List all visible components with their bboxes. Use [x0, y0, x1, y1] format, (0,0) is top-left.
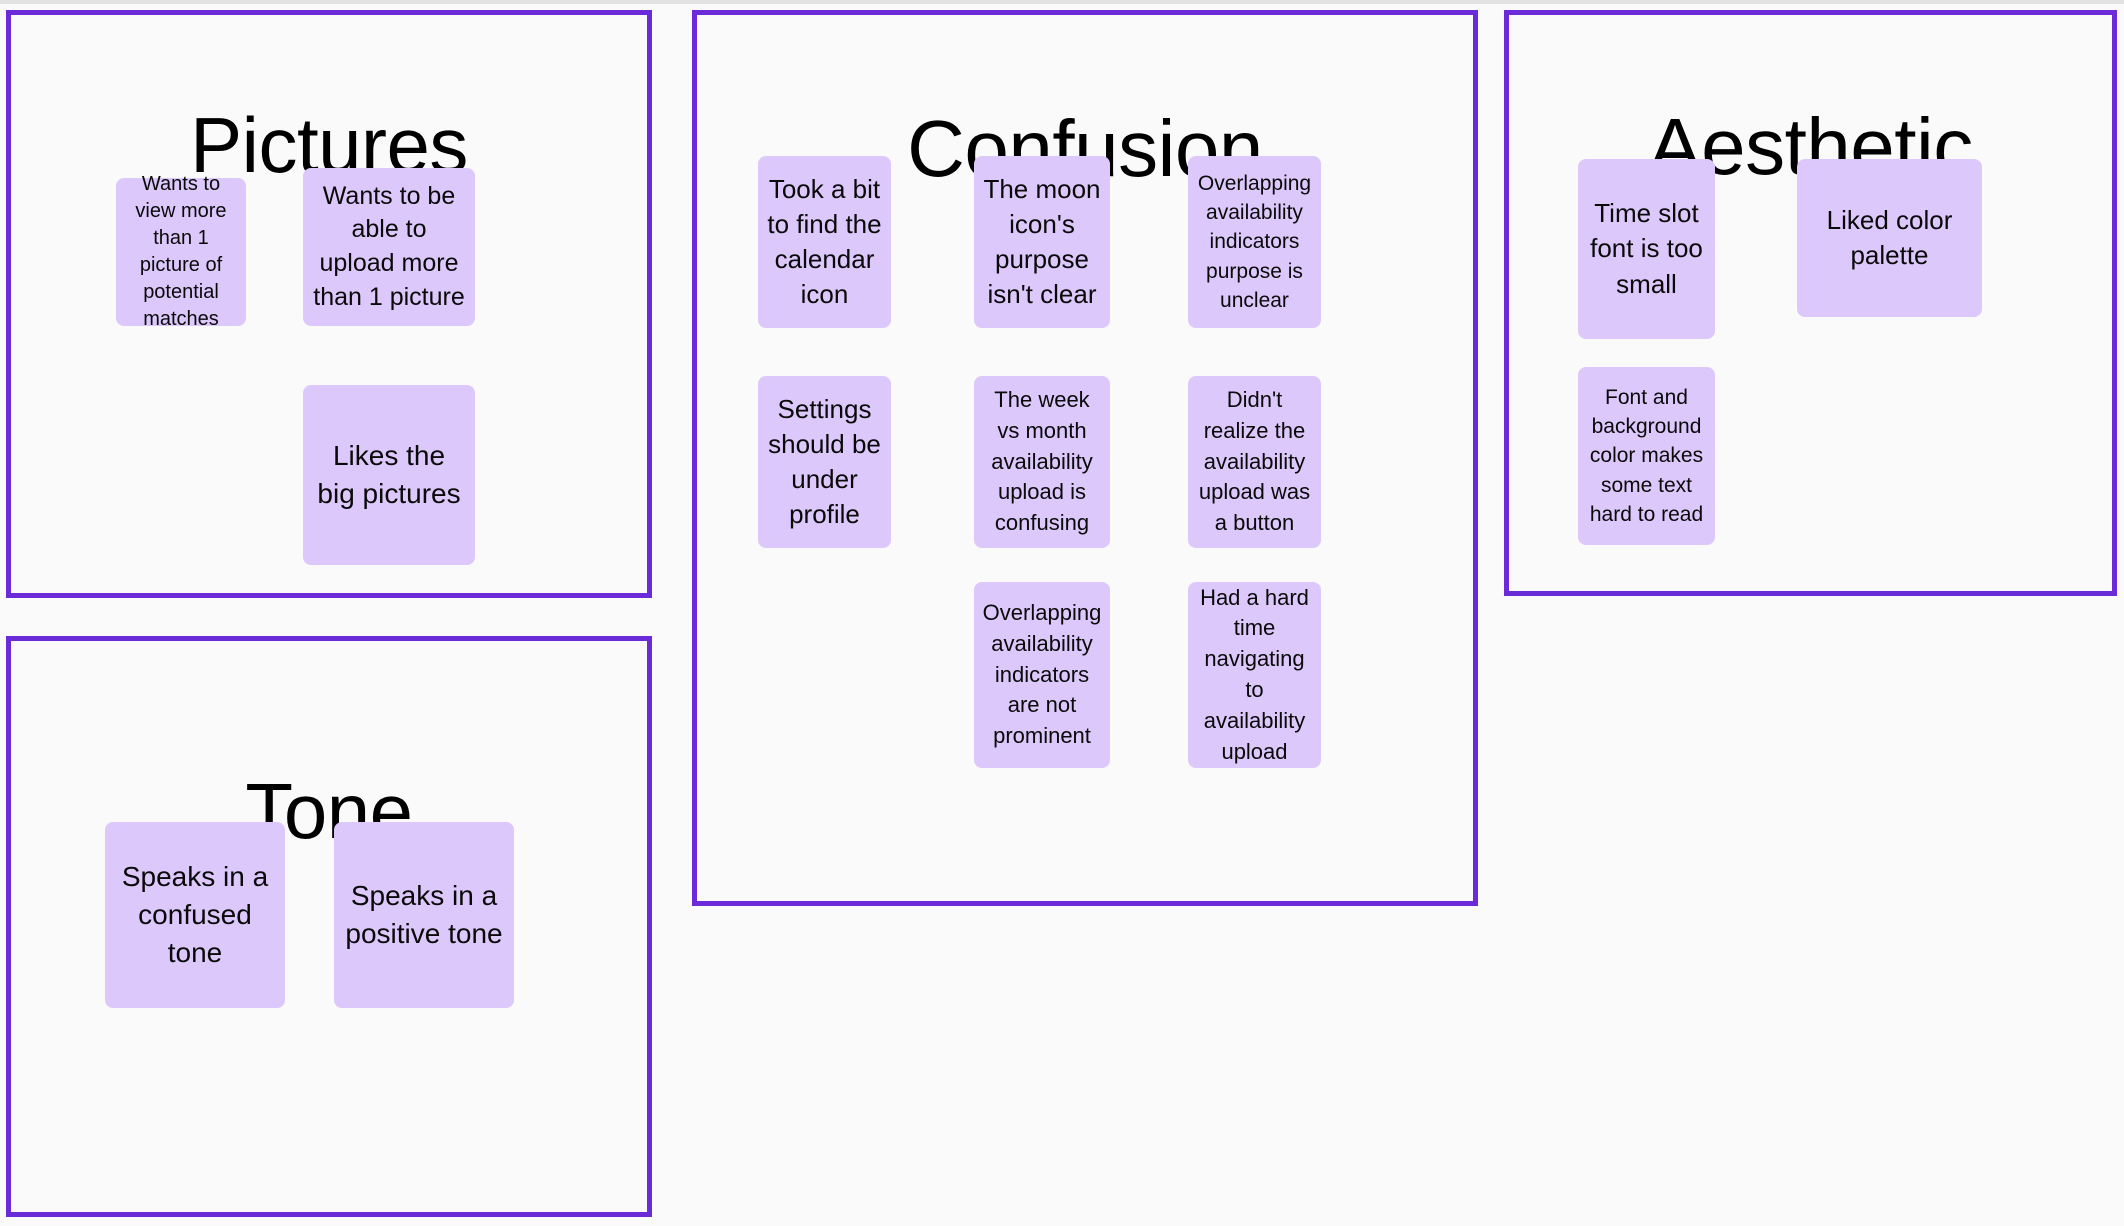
sticky-note[interactable]: Likes the big pictures	[303, 385, 475, 565]
sticky-note[interactable]: Speaks in a positive tone	[334, 822, 514, 1008]
sticky-note[interactable]: Wants to be able to upload more than 1 p…	[303, 168, 475, 326]
sticky-note[interactable]: Had a hard time navigating to availabili…	[1188, 582, 1321, 768]
sticky-note[interactable]: Time slot font is too small	[1578, 159, 1715, 339]
panel-pictures[interactable]: Pictures Wants to view more than 1 pictu…	[6, 10, 652, 598]
sticky-note[interactable]: Settings should be under profile	[758, 376, 891, 548]
sticky-note[interactable]: Overlapping availability indicators purp…	[1188, 156, 1321, 328]
sticky-note[interactable]: Speaks in a confused tone	[105, 822, 285, 1008]
panel-tone[interactable]: Tone	[6, 636, 652, 1217]
sticky-note[interactable]: The moon icon's purpose isn't clear	[974, 156, 1110, 328]
sticky-note[interactable]: Took a bit to find the calendar icon	[758, 156, 891, 328]
sticky-note[interactable]: Overlapping availability indicators are …	[974, 582, 1110, 768]
sticky-note[interactable]: Didn't realize the availability upload w…	[1188, 376, 1321, 548]
sticky-note[interactable]: The week vs month availability upload is…	[974, 376, 1110, 548]
sticky-note[interactable]: Liked color palette	[1797, 159, 1982, 317]
sticky-note[interactable]: Font and background color makes some tex…	[1578, 367, 1715, 545]
sticky-note[interactable]: Wants to view more than 1 picture of pot…	[116, 173, 246, 330]
